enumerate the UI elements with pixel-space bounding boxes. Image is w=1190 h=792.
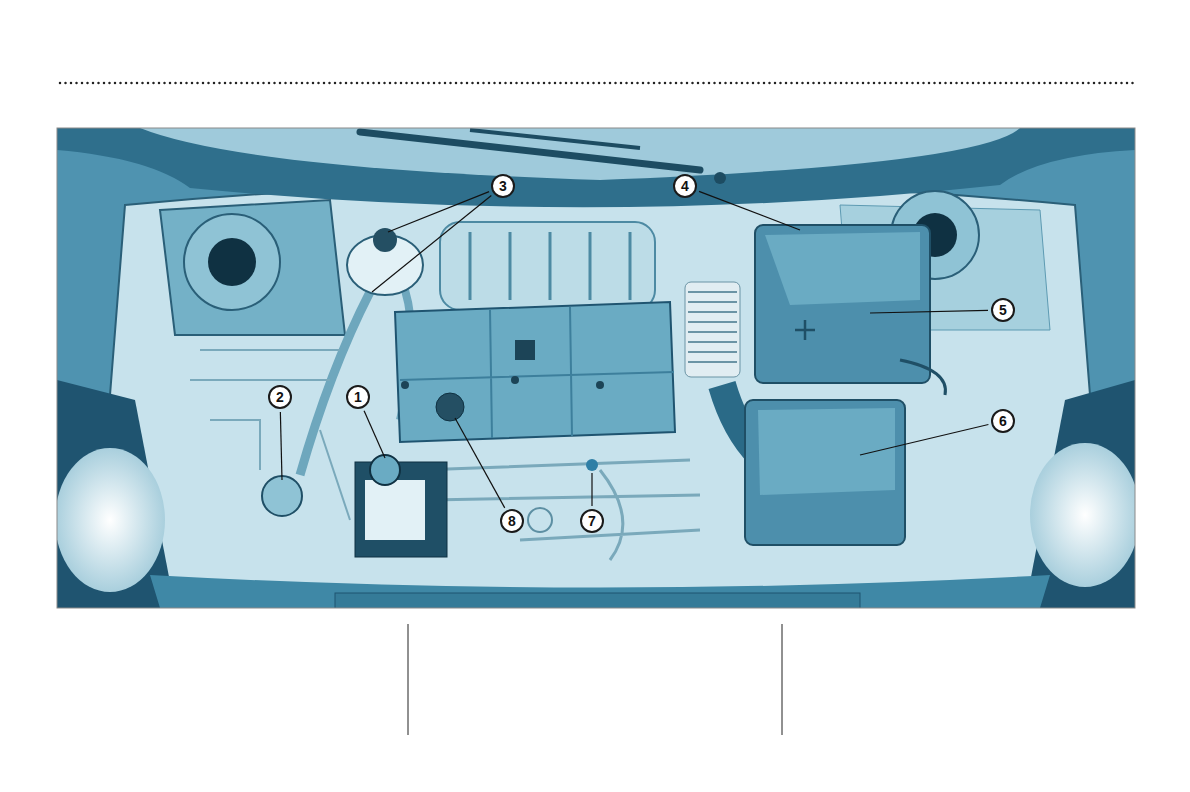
wiper-blade	[470, 130, 640, 148]
battery-lead	[900, 360, 945, 395]
plus-symbol	[795, 320, 815, 340]
callout-number: 5	[991, 298, 1015, 322]
hose-rib	[688, 292, 737, 362]
reservoir-body	[365, 480, 425, 540]
strut-tower	[184, 214, 280, 310]
brake-fluid-reservoir	[355, 462, 447, 557]
callout-number: 7	[580, 509, 604, 533]
car-body	[57, 128, 1135, 608]
reservoir-cap	[373, 228, 397, 252]
cover-rib	[400, 307, 674, 438]
leader-line	[455, 418, 505, 508]
pulley	[528, 508, 552, 532]
callout-number: 2	[268, 385, 292, 409]
grille	[335, 593, 860, 608]
strut-cap	[208, 238, 256, 286]
leader-line	[591, 473, 592, 506]
bolt	[401, 381, 409, 389]
picture-frame	[57, 128, 1135, 608]
leader-line	[870, 310, 988, 313]
wing-panel	[160, 200, 345, 335]
engine-detail	[190, 350, 350, 520]
air-filter-box	[745, 400, 905, 545]
callout-number: 8	[500, 509, 524, 533]
headlamp	[1030, 443, 1135, 587]
dipstick	[586, 459, 598, 471]
bolt	[596, 381, 604, 389]
hose	[300, 292, 370, 475]
washer-cap	[262, 476, 302, 516]
bolt	[511, 376, 519, 384]
engine-detail	[420, 460, 700, 560]
callout-number: 1	[346, 385, 370, 409]
leader-line	[372, 195, 491, 292]
column-rule	[782, 624, 783, 735]
manifold-runner	[470, 232, 630, 300]
engine-cover	[395, 302, 675, 442]
bonnet	[57, 128, 1135, 207]
leader-line	[860, 424, 988, 455]
leader-line	[699, 191, 800, 230]
leader-line	[280, 412, 282, 480]
dotted-rule	[60, 82, 1134, 85]
callout-number: 4	[673, 174, 697, 198]
headlamp	[57, 448, 165, 592]
oil-filler-cap	[436, 393, 464, 421]
inlet-manifold	[440, 222, 655, 310]
illustration	[57, 128, 1135, 608]
engine-bay	[95, 183, 1105, 596]
leader-lines	[280, 191, 988, 508]
callout-number: 6	[991, 409, 1015, 433]
reservoir-cap	[370, 455, 400, 485]
badge	[515, 340, 535, 360]
column-rule	[408, 624, 409, 735]
wiper-pivot	[714, 172, 726, 184]
callout-number: 3	[491, 174, 515, 198]
leader-line	[364, 411, 385, 458]
windscreen	[140, 128, 1020, 180]
leader-line	[388, 192, 489, 232]
intake-hose	[685, 282, 740, 377]
battery-cover	[765, 232, 920, 305]
